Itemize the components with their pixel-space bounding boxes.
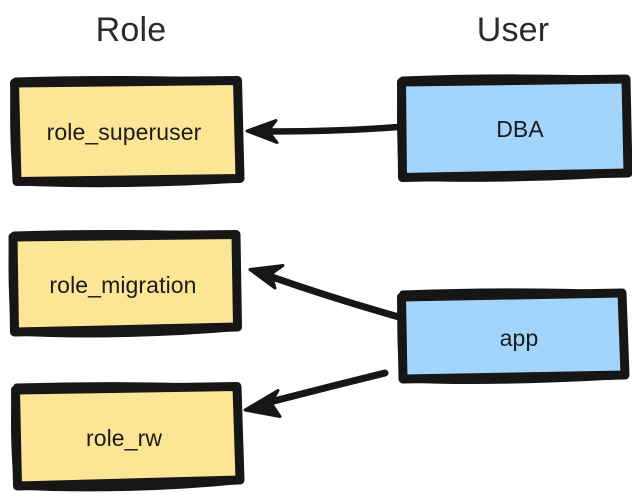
node-label: role_rw: [85, 424, 163, 451]
node-dba[interactable]: DBA: [394, 74, 632, 184]
edge-app-to-role-rw[interactable]: [243, 369, 389, 418]
node-label: app: [499, 324, 539, 351]
node-label: role_superuser: [46, 118, 202, 145]
node-shape-rect: [10, 76, 245, 188]
node-app[interactable]: app: [394, 287, 632, 387]
node-role-rw[interactable]: role_rw: [8, 382, 246, 492]
node-shape-rect: [397, 288, 630, 385]
edge-app-to-role-migration[interactable]: [248, 264, 403, 321]
column-header-role: Role: [95, 11, 167, 49]
node-shape-rect: [8, 230, 242, 338]
edge-dba-to-role-superuser[interactable]: [245, 119, 402, 144]
node-label: role_migration: [49, 271, 197, 298]
node-role-superuser[interactable]: role_superuser: [8, 74, 246, 188]
column-header-user: User: [476, 11, 550, 49]
node-shape-rect: [11, 382, 245, 492]
node-label: DBA: [496, 115, 544, 142]
node-shape-rect: [397, 74, 632, 182]
node-role-migration[interactable]: role_migration: [6, 229, 244, 339]
